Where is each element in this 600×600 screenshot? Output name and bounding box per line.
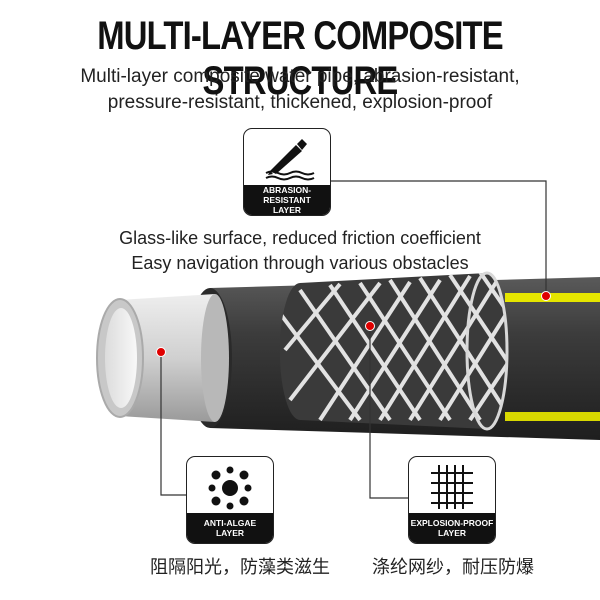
- explosion-proof-caption: 涤纶网纱，耐压防爆: [372, 557, 534, 577]
- description-line-2: Easy navigation through various obstacle…: [131, 253, 469, 273]
- callout-line-abrasion: [329, 180, 547, 296]
- anti-algae-caption: 阻隔阳光，防藻类滋生: [150, 557, 330, 577]
- marker-algae: [156, 347, 166, 357]
- explosion-proof-layer-badge: EXPLOSION-PROOF LAYER: [408, 456, 496, 544]
- yellow-stripe-bottom: [505, 412, 600, 421]
- anti-algae-layer-label: ANTI-ALGAE LAYER: [187, 513, 273, 543]
- layer-markers: [156, 291, 551, 357]
- callout-line-algae: [160, 352, 186, 496]
- explosion-label-line-2: LAYER: [437, 528, 467, 538]
- algae-label-line-1: ANTI-ALGAE: [203, 518, 257, 528]
- marker-abrasion: [541, 291, 551, 301]
- abrasion-layer-badge: ABRASION-RESISTANT LAYER: [243, 128, 331, 216]
- yellow-stripe-top: [505, 293, 600, 302]
- subtitle-line-1: Multi-layer composite water pipe, abrasi…: [80, 66, 520, 87]
- description-line-1: Glass-like surface, reduced friction coe…: [119, 228, 481, 248]
- callout-lines: [160, 180, 547, 499]
- mesh-layer: [279, 271, 509, 431]
- particles-icon: [208, 466, 252, 510]
- mesh-grid-icon: [431, 465, 473, 509]
- page-title: MULTI-LAYER COMPOSITE STRUCTURE: [97, 14, 503, 103]
- subtitle-line-2: pressure-resistant, thickened, explosion…: [107, 92, 493, 113]
- stylus-scratch-icon: [265, 139, 315, 181]
- algae-label-line-2: LAYER: [215, 528, 245, 538]
- explosion-label-line-1: EXPLOSION-PROOF: [410, 518, 494, 528]
- anti-algae-layer-badge: ANTI-ALGAE LAYER: [186, 456, 274, 544]
- inner-tube: [96, 294, 229, 422]
- explosion-proof-layer-label: EXPLOSION-PROOF LAYER: [409, 513, 495, 543]
- abrasion-label-line-2: LAYER: [272, 205, 302, 215]
- callout-line-explosion: [369, 326, 408, 499]
- abrasion-label-line-1: ABRASION-RESISTANT: [262, 185, 312, 205]
- marker-explosion: [365, 321, 375, 331]
- abrasion-layer-label: ABRASION-RESISTANT LAYER: [244, 185, 330, 215]
